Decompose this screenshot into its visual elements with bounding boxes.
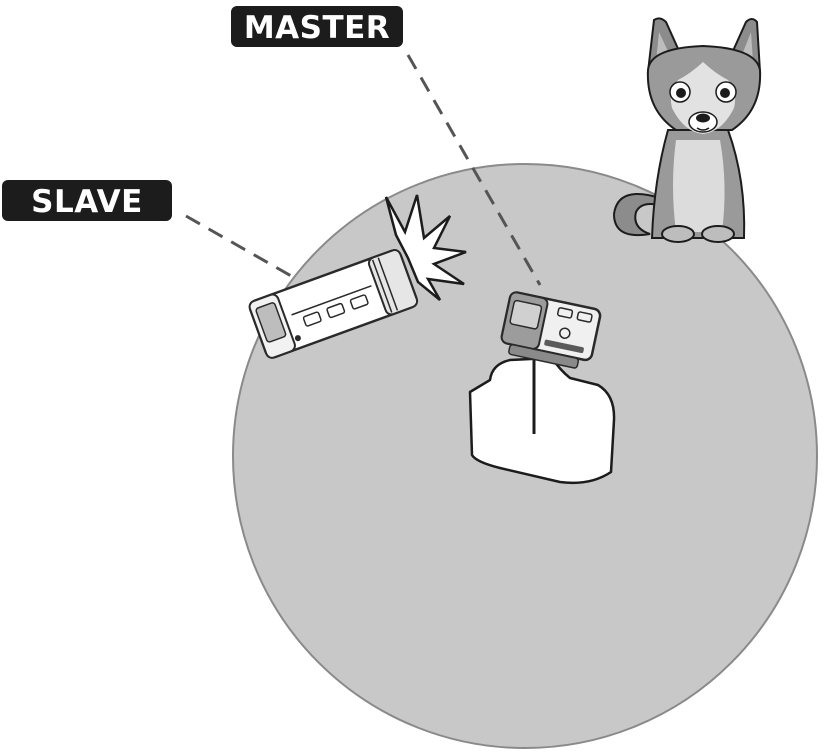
master-leader-line xyxy=(406,54,542,286)
master-label: MASTER xyxy=(244,10,390,46)
slave-label: SLAVE xyxy=(31,184,143,220)
slave-leader-line xyxy=(185,214,294,279)
slave-tag: SLAVE xyxy=(2,180,172,221)
flash-burst-icon xyxy=(384,194,467,301)
master-tag: MASTER xyxy=(231,6,403,47)
flash-unit-icon xyxy=(248,249,419,359)
trigger-transmitter-icon xyxy=(500,291,602,369)
dog-icon xyxy=(612,17,762,243)
camera-body-icon xyxy=(468,318,616,485)
